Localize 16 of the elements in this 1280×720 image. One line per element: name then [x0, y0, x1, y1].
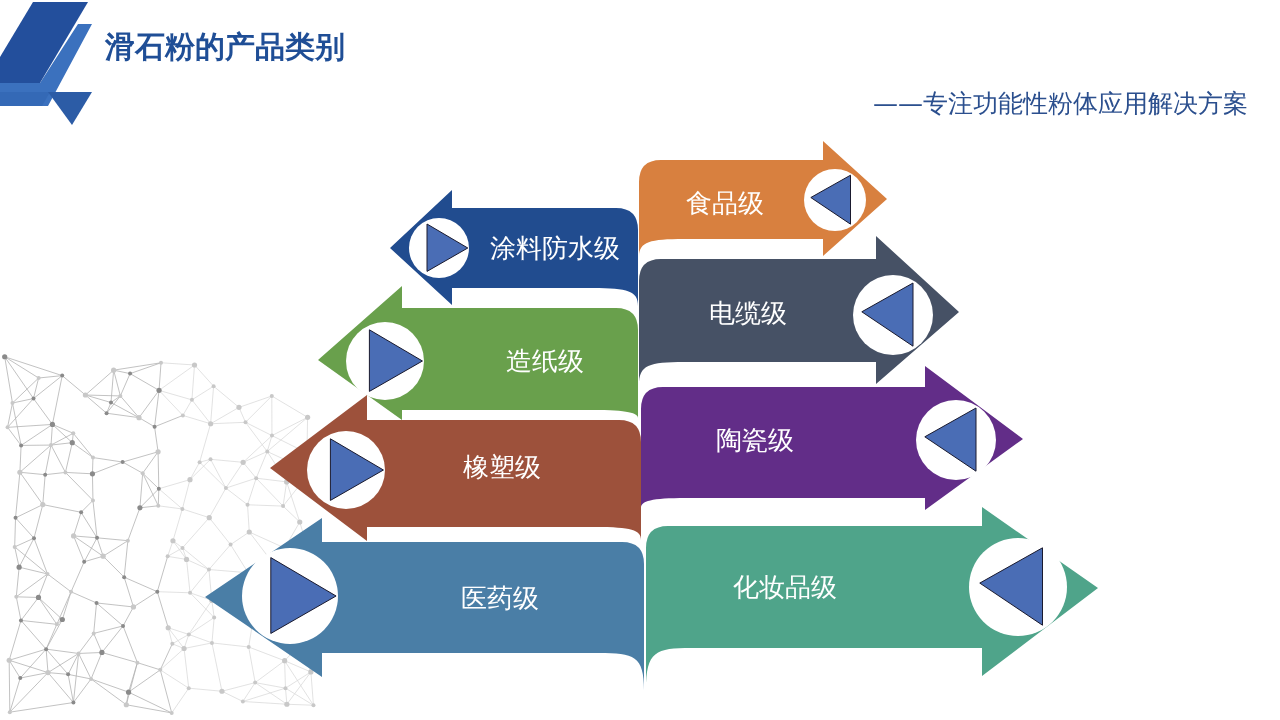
arrow-banner [270, 395, 641, 541]
arrow-label: 造纸级 [506, 345, 584, 377]
arrow-label: 医药级 [461, 582, 539, 614]
arrow-banner [639, 141, 887, 257]
arrow-label: 陶瓷级 [716, 424, 794, 456]
arrow-banner [641, 366, 1023, 510]
arrow-label: 电缆级 [709, 297, 787, 329]
arrow-label: 橡塑级 [463, 451, 541, 483]
arrow-banner [318, 286, 638, 420]
tagline: ——专注功能性粉体应用解决方案 [873, 88, 1248, 120]
arrow-label: 食品级 [686, 187, 764, 219]
arrow-banner [390, 190, 638, 306]
arrow-label: 化妆品级 [733, 571, 837, 603]
arrow-label: 涂料防水级 [490, 232, 620, 264]
slide-title: 滑石粉的产品类别 [105, 29, 345, 65]
arrow-banner [639, 236, 959, 385]
